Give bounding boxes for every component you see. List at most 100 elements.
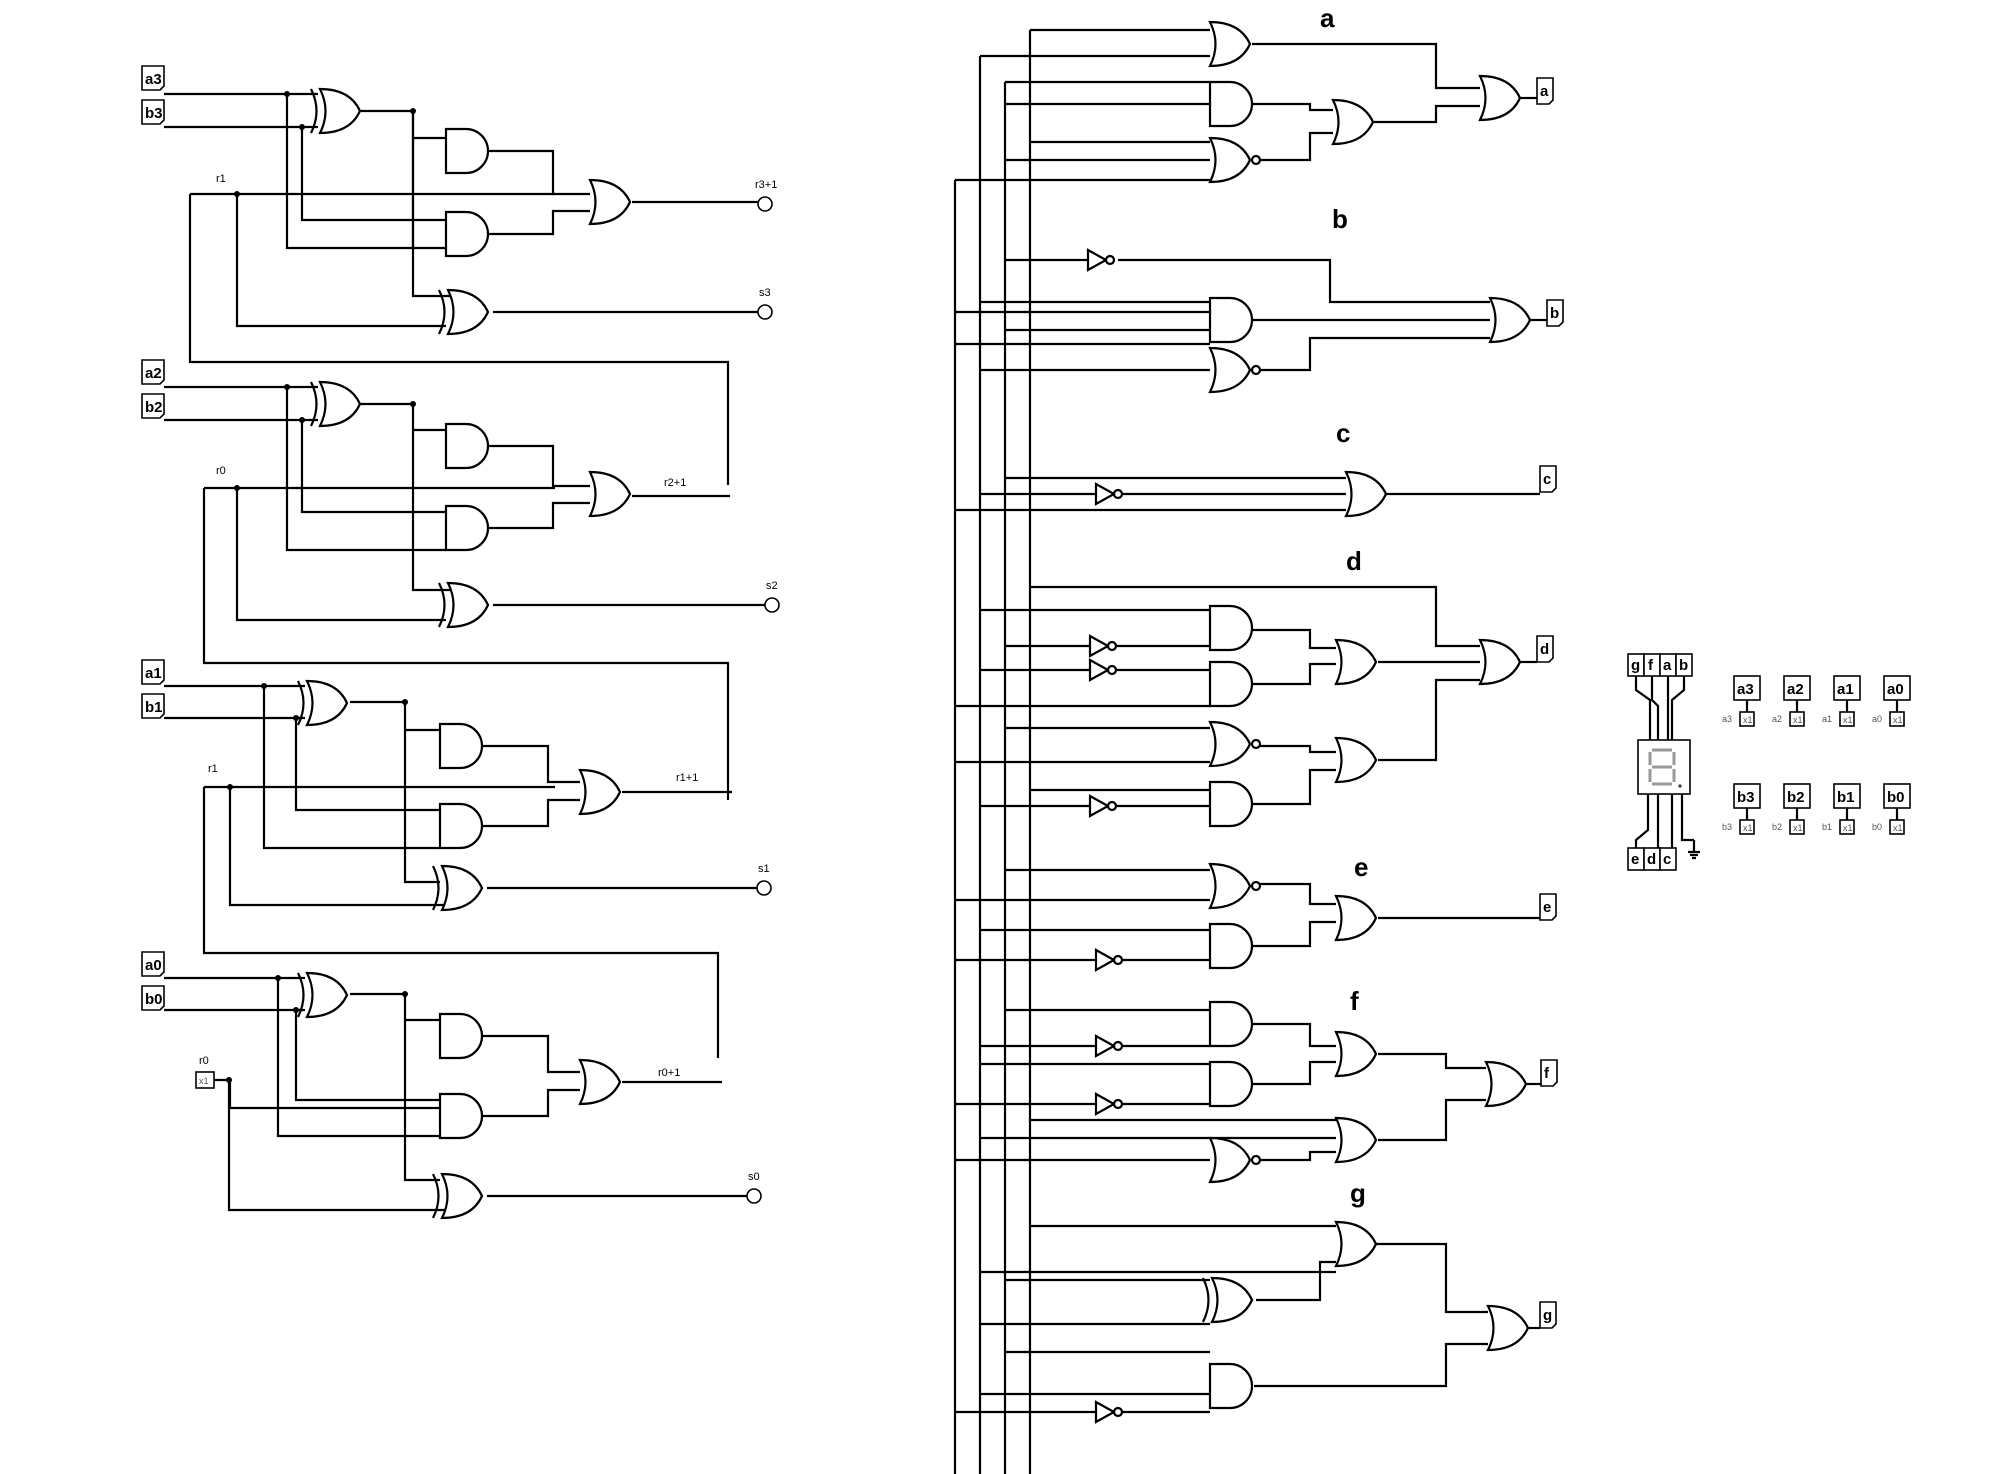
- and-gate: [1208, 1362, 1254, 1410]
- or-gate: [1334, 894, 1378, 942]
- svg-text:r3+1: r3+1: [755, 179, 777, 191]
- and-gate: [1208, 922, 1254, 970]
- svg-text:b0: b0: [145, 991, 163, 1008]
- segment-g-logic: g g: [955, 1178, 1557, 1424]
- svg-text:g: g: [1631, 657, 1640, 674]
- output-pin-b: b: [1546, 299, 1564, 327]
- input-pin-a1[interactable]: a1: [141, 659, 165, 685]
- segment-decoder: a a b b c: [955, 3, 1564, 1424]
- segment-b-logic: b b: [955, 204, 1564, 394]
- and-gate: [1208, 660, 1254, 708]
- display-pin-a: a: [1659, 653, 1677, 677]
- svg-text:x1: x1: [1793, 823, 1803, 833]
- output-pin-a: a: [1536, 77, 1554, 105]
- svg-text:f: f: [1648, 657, 1654, 674]
- svg-text:d: d: [1540, 641, 1549, 658]
- or-gate: [578, 1058, 622, 1106]
- not-gate: [1094, 1034, 1124, 1058]
- display-pin-b: b: [1675, 653, 1693, 677]
- svg-text:x1: x1: [1743, 823, 1753, 833]
- xor-gate: [296, 971, 349, 1019]
- svg-text:a0: a0: [145, 957, 162, 974]
- svg-text:a: a: [1663, 657, 1672, 674]
- svg-text:g: g: [1543, 1307, 1552, 1324]
- and-gate: [438, 1012, 484, 1060]
- or-gate: [1331, 98, 1375, 146]
- seven-segment-display: g f a b e d c: [1627, 653, 1700, 871]
- input-pin-a0[interactable]: a0: [141, 951, 165, 977]
- segment-label-c: c: [1336, 418, 1350, 448]
- svg-text:a: a: [1540, 83, 1549, 100]
- segment-e-logic: e e: [955, 852, 1557, 972]
- wire-label-r0: r0: [216, 465, 226, 477]
- not-gate: [1094, 482, 1124, 506]
- or-gate: [1478, 74, 1522, 122]
- bit0-stage: a0 b0 x1 r0: [141, 951, 762, 1220]
- nor-gate: [1208, 136, 1262, 184]
- input-pin-b1[interactable]: b1: [141, 693, 165, 719]
- svg-text:c: c: [1543, 471, 1551, 488]
- adder-section: a3 b3 r1: [141, 65, 780, 1220]
- or-gate: [1488, 296, 1532, 344]
- probe-s0: s0: [746, 1171, 762, 1204]
- svg-text:b: b: [1550, 305, 1559, 322]
- svg-text:a0: a0: [1872, 714, 1882, 724]
- output-pin-e: e: [1539, 893, 1557, 921]
- svg-text:b: b: [1679, 657, 1688, 674]
- segment-d-logic: d d: [955, 546, 1554, 828]
- svg-text:x1: x1: [1893, 715, 1903, 725]
- and-gate: [438, 1092, 484, 1140]
- segment-c-logic: c c: [955, 418, 1557, 518]
- svg-text:b2: b2: [145, 399, 163, 416]
- svg-text:a3: a3: [1737, 681, 1754, 698]
- nor-gate: [1208, 862, 1262, 910]
- probe-r3p1: r3+1: [755, 179, 777, 212]
- xor-gate: [309, 380, 362, 428]
- and-gate: [444, 210, 490, 258]
- xor-gate: [1201, 1276, 1254, 1324]
- svg-text:x1: x1: [1893, 823, 1903, 833]
- and-gate: [444, 422, 490, 470]
- or-gate: [1208, 20, 1252, 68]
- display-pin-e: e: [1627, 847, 1645, 871]
- svg-text:b3: b3: [1737, 789, 1755, 806]
- display-pin-f: f: [1643, 653, 1661, 677]
- input-pin-b2[interactable]: b2: [141, 393, 165, 419]
- svg-text:s3: s3: [759, 287, 771, 299]
- output-pin-f: f: [1540, 1059, 1558, 1087]
- svg-text:x1: x1: [1843, 823, 1853, 833]
- xor-gate: [431, 864, 484, 912]
- nor-gate: [1208, 1136, 1262, 1184]
- svg-text:x1: x1: [1843, 715, 1853, 725]
- svg-text:b1: b1: [1837, 789, 1855, 806]
- wire-label-r1: r1: [216, 173, 226, 185]
- xor-gate: [309, 87, 362, 135]
- input-pin-a3[interactable]: a3: [141, 65, 165, 91]
- svg-text:a1: a1: [1837, 681, 1854, 698]
- display-pin-g: g: [1627, 653, 1645, 677]
- svg-text:r0: r0: [199, 1055, 209, 1067]
- svg-text:f: f: [1544, 1065, 1550, 1082]
- svg-text:a3: a3: [1722, 714, 1732, 724]
- input-pin-a2[interactable]: a2: [141, 359, 165, 385]
- input-pin-b0[interactable]: b0: [141, 985, 165, 1011]
- segment-label-e: e: [1354, 852, 1368, 882]
- not-gate: [1094, 948, 1124, 972]
- svg-text:x1: x1: [199, 1076, 209, 1086]
- output-pin-c: c: [1539, 465, 1557, 493]
- segment-label-g: g: [1350, 1178, 1366, 1208]
- input-pin-b3[interactable]: b3: [141, 99, 165, 125]
- and-gate: [438, 802, 484, 850]
- input-pin-r0[interactable]: x1 r0: [195, 1055, 215, 1089]
- and-gate: [1208, 604, 1254, 652]
- svg-text:b1: b1: [145, 699, 163, 716]
- or-gate: [1334, 1116, 1378, 1164]
- not-gate: [1088, 794, 1118, 818]
- probe-s2: s2: [764, 580, 780, 613]
- and-gate: [1208, 296, 1254, 344]
- svg-text:e: e: [1631, 851, 1639, 868]
